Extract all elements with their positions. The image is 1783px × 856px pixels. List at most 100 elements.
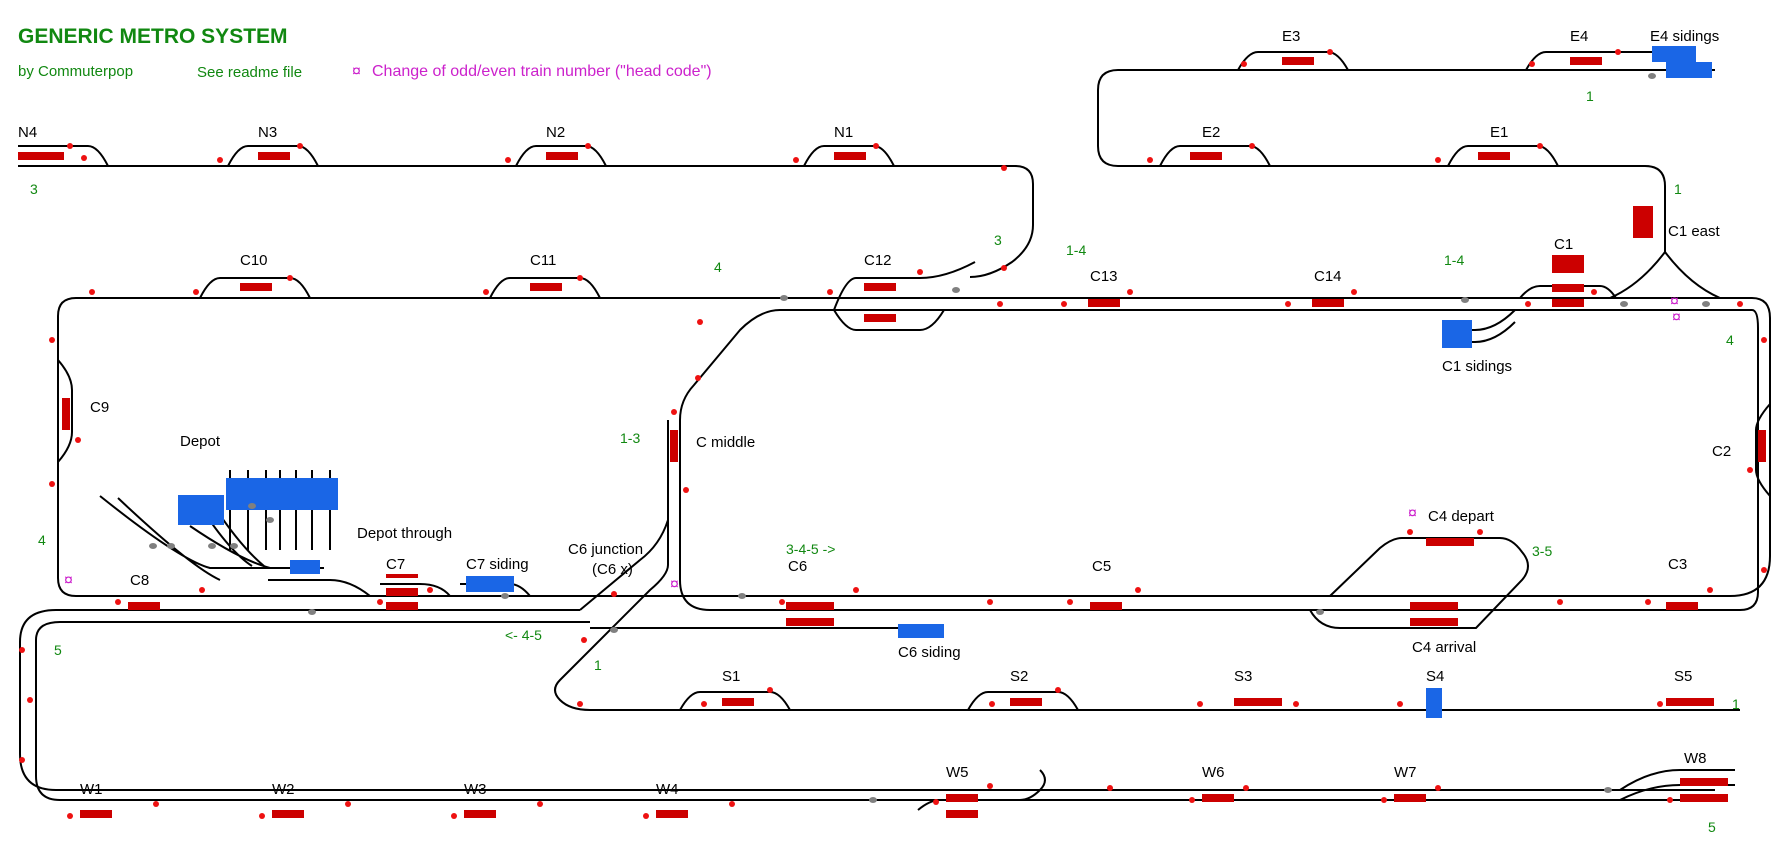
track-w8-loop: [1619, 769, 1735, 801]
point-marker: [230, 543, 238, 549]
point-marker: [869, 797, 877, 803]
signal: [1667, 797, 1673, 803]
signal: [1657, 701, 1663, 707]
signal: [1293, 701, 1299, 707]
station-label-e3: E3: [1282, 28, 1300, 45]
track-c1-sidings: [1446, 309, 1516, 343]
point-marker: [1461, 297, 1469, 303]
line-number-label: 4: [1726, 332, 1734, 348]
station-label-c7: C7: [386, 556, 405, 573]
platform-w4: [656, 810, 688, 818]
signal: [585, 143, 591, 149]
station-label-w6: W6: [1202, 764, 1225, 781]
point-marker: [610, 627, 618, 633]
point-marker: [248, 503, 256, 509]
point-marker: [780, 295, 788, 301]
point-marker: [167, 543, 175, 549]
point-marker: [266, 517, 274, 523]
line-number-label: 5: [1708, 819, 1716, 835]
signal: [67, 143, 73, 149]
station-label-c1-east: C1 east: [1668, 223, 1721, 240]
station-label-c6-siding: C6 siding: [898, 644, 961, 661]
track-n3-loop: [227, 145, 319, 167]
track-c1east-spur: [1609, 251, 1721, 299]
signal: [297, 143, 303, 149]
signal: [581, 637, 587, 643]
signals: [19, 49, 1767, 819]
track-west-inner: [35, 621, 1715, 801]
platform-s3: [1234, 698, 1282, 706]
platform-c7-upper: [386, 588, 418, 596]
platform-w1: [80, 810, 112, 818]
track-c2-loop: [1755, 403, 1771, 497]
line-number-label: 1-4: [1066, 242, 1086, 258]
station-label-w1: W1: [80, 781, 103, 798]
platform-c14: [1312, 299, 1344, 307]
signal: [1407, 529, 1413, 535]
track-c12-lower: [833, 309, 945, 331]
platform-w6: [1202, 794, 1234, 802]
signal: [695, 375, 701, 381]
sidings: [178, 46, 1712, 718]
platform-e1: [1478, 152, 1510, 160]
signal: [193, 289, 199, 295]
platform-c3: [1666, 602, 1698, 610]
signal: [75, 437, 81, 443]
point-marker: [1604, 787, 1612, 793]
station-label-c6-x: (C6 x): [592, 561, 633, 578]
siding-e4-b: [1666, 62, 1712, 78]
signal: [997, 301, 1003, 307]
signal: [1067, 599, 1073, 605]
station-label-w8: W8: [1684, 750, 1707, 767]
signal: [89, 289, 95, 295]
signal: [505, 157, 511, 163]
signal: [1435, 157, 1441, 163]
signal: [1747, 467, 1753, 473]
line-number-label: 3-5: [1532, 543, 1552, 559]
station-label-c-middle: C middle: [696, 434, 755, 451]
signal: [19, 647, 25, 653]
station-label-s2: S2: [1010, 668, 1028, 685]
point-marker: [1702, 301, 1710, 307]
signal: [1435, 785, 1441, 791]
headcode-marker-icon: ¤: [670, 576, 679, 593]
point-marker: [149, 543, 157, 549]
platform-e4: [1570, 57, 1602, 65]
signal: [643, 813, 649, 819]
platform-c2: [1758, 430, 1766, 462]
platform-w2: [272, 810, 304, 818]
signal: [1107, 785, 1113, 791]
signal: [345, 801, 351, 807]
siding-s4: [1426, 688, 1442, 718]
station-label-e4-sidings: E4 sidings: [1650, 28, 1719, 45]
siding-c6: [898, 624, 944, 638]
point-marker: [1316, 609, 1324, 615]
signal: [1189, 797, 1195, 803]
signal: [577, 701, 583, 707]
track-n2-loop: [515, 145, 607, 167]
track-west-outer: [19, 609, 1715, 791]
platform-c7-top: [386, 574, 418, 578]
point-marker: [1620, 301, 1628, 307]
station-label-c6: C6: [788, 558, 807, 575]
platform-s1: [722, 698, 754, 706]
track-network: [18, 51, 1771, 811]
siding-e4-a: [1652, 46, 1696, 62]
signal: [683, 487, 689, 493]
track-e1-loop: [1447, 145, 1559, 167]
station-label-depot: Depot: [180, 433, 221, 450]
platforms: [18, 57, 1766, 818]
signal: [1477, 529, 1483, 535]
signal: [1557, 599, 1563, 605]
station-label-c1-sidings: C1 sidings: [1442, 358, 1512, 375]
platform-w8-upper: [1680, 778, 1728, 786]
station-label-c3: C3: [1668, 556, 1687, 573]
station-label-c8: C8: [130, 572, 149, 589]
station-labels: N4 N3 N2 N1 E3 E4 E4 sidings E2 E1 C1 ea…: [18, 28, 1731, 798]
signal: [1001, 165, 1007, 171]
signal: [259, 813, 265, 819]
line-number-label: 1-3: [620, 430, 640, 446]
signal: [1645, 599, 1651, 605]
platform-c4-arrival-lower: [1410, 618, 1458, 626]
